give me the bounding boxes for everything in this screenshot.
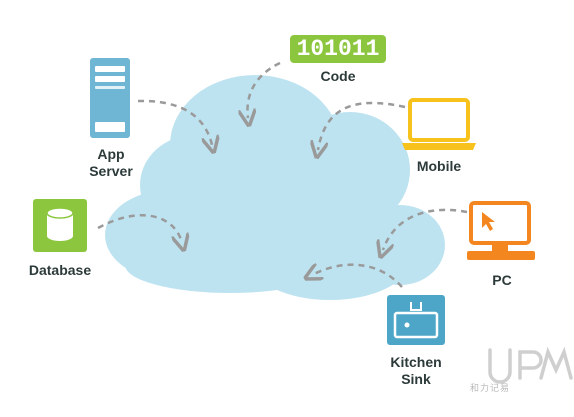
watermark-caption: 和力记易 [470, 384, 511, 394]
laptop-icon [402, 98, 476, 150]
pc-label: PC [492, 272, 512, 288]
app-server-label: App Server [89, 146, 133, 179]
kitchen-sink-label: Kitchen Sink [390, 354, 442, 387]
arrow-pc [383, 208, 468, 250]
mobile-label: Mobile [416, 158, 462, 174]
database-label: Database [28, 262, 92, 278]
server-icon [90, 58, 130, 138]
pc-icon [467, 201, 535, 260]
sink-icon [387, 295, 445, 345]
upm-logo [488, 346, 573, 384]
code-label: Code [320, 68, 356, 84]
arrow-sink [312, 265, 403, 288]
database-icon [33, 199, 87, 252]
arrow-mobile [318, 101, 406, 150]
code-badge: 101011 [290, 35, 386, 63]
arrow-database [97, 214, 182, 243]
cloud-shape [105, 75, 445, 300]
arrow-app-server [137, 99, 212, 145]
arrow-code [247, 61, 281, 118]
